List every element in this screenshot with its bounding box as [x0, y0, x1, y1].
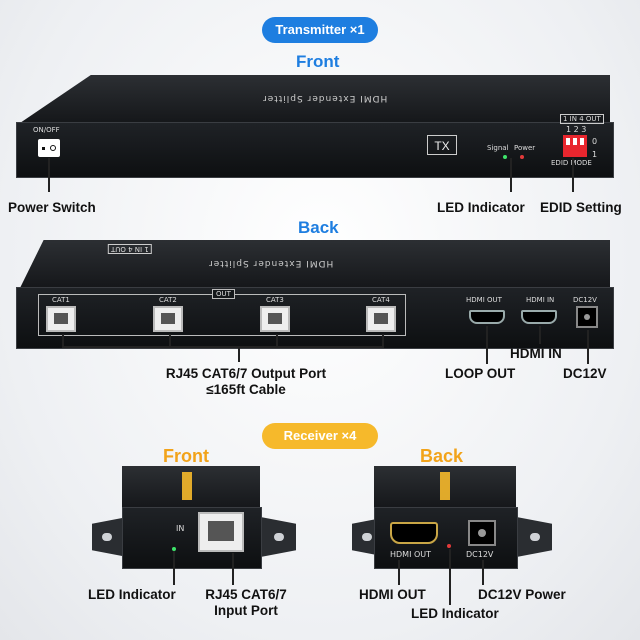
rx-rj45-input-port[interactable]	[198, 512, 244, 552]
transmitter-top-title: HDMI Extender Splitter	[262, 93, 388, 103]
out-label: OUT	[212, 289, 235, 299]
cat2-port[interactable]	[153, 306, 183, 332]
power-led	[520, 155, 524, 159]
cat4-port[interactable]	[366, 306, 396, 332]
cat4-leader	[382, 334, 384, 346]
rx-dc12v-callout: DC12V Power	[478, 587, 566, 602]
rx-rj45-callout: RJ45 CAT6/7 Input Port	[196, 587, 296, 619]
cat3-leader	[276, 334, 278, 346]
edid-setting-callout: EDID Setting	[540, 200, 622, 215]
rx-front-led-leader	[173, 551, 175, 585]
edid-setting-leader	[572, 158, 574, 192]
rx-back-heading: Back	[420, 446, 464, 466]
rj45-bracket	[62, 346, 384, 348]
power-label: Power	[514, 144, 536, 152]
dc12v-leader	[587, 330, 589, 364]
rj45-leader	[238, 346, 240, 362]
cat1-label: CAT1	[52, 296, 70, 304]
led-indicator-leader	[510, 158, 512, 192]
dip-on-label: 0	[592, 137, 598, 146]
hdmi-in-label: HDMI IN	[526, 296, 555, 304]
rx-dc-label: DC12V	[466, 550, 494, 559]
rx-hdmi-out-label: HDMI OUT	[390, 550, 432, 559]
rx-hdmi-out-leader	[398, 560, 400, 585]
cat2-leader	[169, 334, 171, 346]
on-off-label: ON/OFF	[33, 126, 60, 134]
hdmi-in-port[interactable]	[521, 310, 557, 324]
power-switch[interactable]	[38, 139, 60, 157]
edid-mode-label: EDID MODE	[551, 159, 592, 167]
power-switch-leader	[48, 158, 50, 192]
rx-dc12v-leader	[482, 560, 484, 585]
rx-back-top	[374, 466, 516, 508]
transmitter-badge: Transmitter ×1	[262, 17, 378, 43]
out-frame	[38, 294, 406, 336]
signal-led	[503, 155, 507, 159]
dc-jack[interactable]	[576, 306, 598, 328]
cat2-label: CAT2	[159, 296, 177, 304]
rx-hdmi-out-port[interactable]	[390, 522, 438, 544]
rj45-output-line2: ≤165ft Cable	[206, 382, 286, 397]
hdmi-out-label: HDMI OUT	[466, 296, 502, 304]
rx-rj45-line2: Input Port	[214, 603, 278, 618]
rx-front-heading: Front	[163, 446, 209, 466]
rx-back-led-callout: LED Indicator	[411, 606, 499, 621]
rj45-output-callout: RJ45 CAT6/7 Output Port ≤165ft Cable	[156, 366, 336, 398]
rx-rj45-leader	[232, 553, 234, 585]
rx-front-led	[172, 547, 176, 551]
tx-badge: TX	[427, 135, 457, 155]
rx-hdmi-out-callout: HDMI OUT	[359, 587, 426, 602]
back-top-title: HDMI Extender Splitter	[208, 258, 334, 268]
led-indicator-callout: LED Indicator	[437, 200, 525, 215]
power-switch-callout: Power Switch	[8, 200, 96, 215]
dc-label: DC12V	[573, 296, 597, 304]
rx-front-top	[122, 466, 260, 508]
dip-numbers: 1 2 3	[566, 125, 587, 134]
hdmi-in-callout: HDMI IN	[510, 346, 562, 361]
rx-front-led-callout: LED Indicator	[88, 587, 176, 602]
rx-rj45-line1: RJ45 CAT6/7	[205, 587, 287, 602]
loop-out-leader	[486, 326, 488, 364]
front-heading: Front	[296, 52, 340, 71]
hdmi-in-leader	[539, 326, 541, 344]
dip-off-label: 1	[592, 150, 598, 159]
receiver-badge: Receiver ×4	[262, 423, 378, 449]
signal-label: Signal	[487, 144, 509, 152]
back-heading: Back	[298, 218, 339, 237]
edid-dip-switch[interactable]	[563, 135, 587, 157]
cat1-port[interactable]	[46, 306, 76, 332]
rx-front-in-label: IN	[176, 524, 185, 533]
cat3-label: CAT3	[266, 296, 284, 304]
cat1-leader	[62, 334, 64, 346]
in-out-badge: 1 IN 4 OUT	[560, 114, 604, 124]
hdmi-out-port[interactable]	[469, 310, 505, 324]
rx-back-led	[447, 544, 451, 548]
loop-out-callout: LOOP OUT	[445, 366, 516, 381]
cat4-label: CAT4	[372, 296, 390, 304]
rx-back-led-leader	[449, 549, 451, 605]
cat3-port[interactable]	[260, 306, 290, 332]
rx-dc-jack[interactable]	[468, 520, 496, 546]
back-in-out-badge: 1 IN 4 OUT	[108, 244, 152, 254]
rj45-output-line1: RJ45 CAT6/7 Output Port	[165, 366, 327, 381]
dc12v-callout: DC12V	[563, 366, 607, 381]
